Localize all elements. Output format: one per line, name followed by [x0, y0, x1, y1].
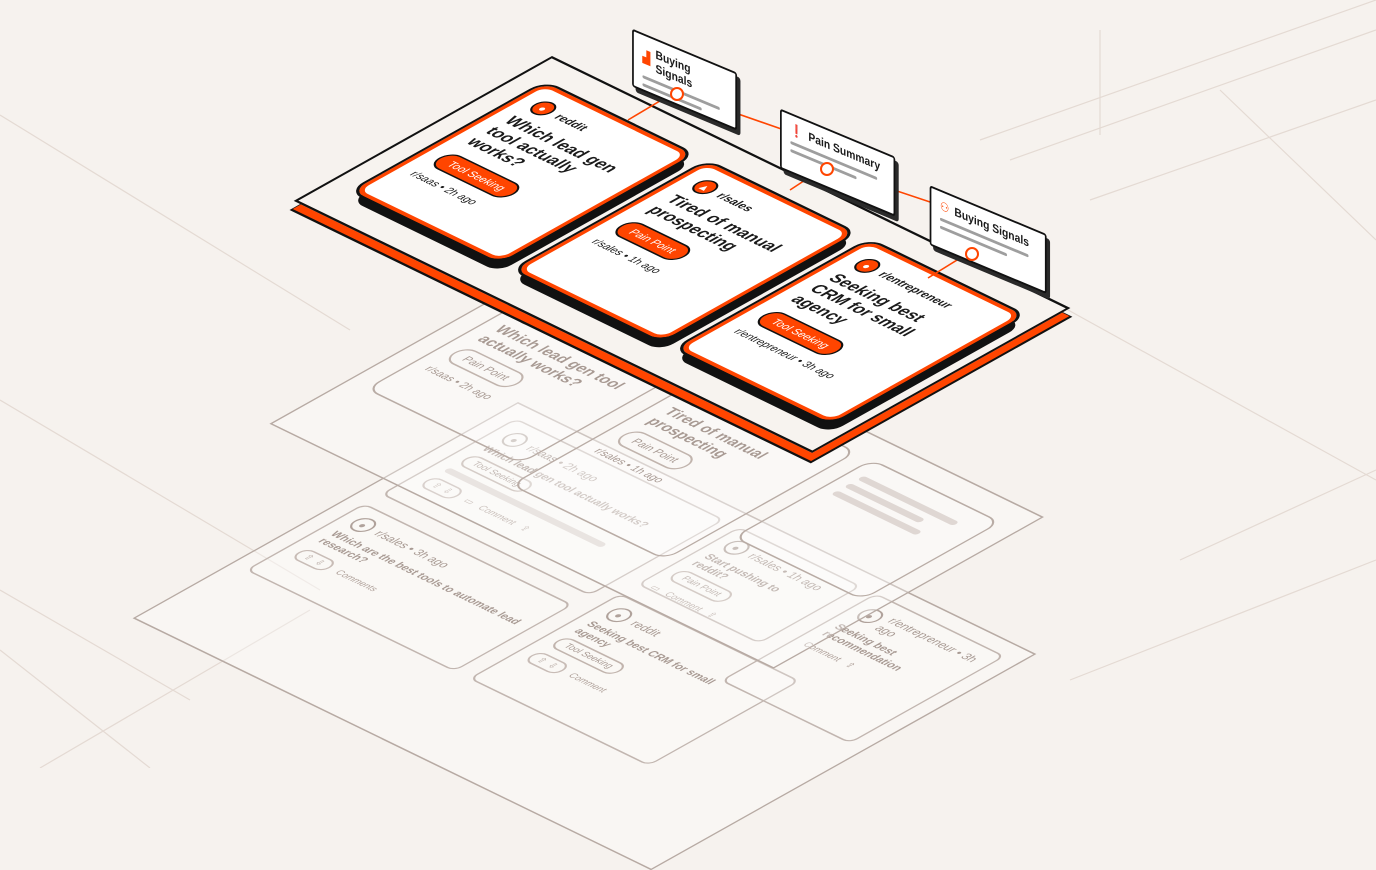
chart-icon: ▟ [642, 48, 651, 67]
connector-dot [670, 87, 684, 101]
people-icon: ⚇ [939, 198, 950, 217]
callout-layer: ▟Buying Signals ❗Pain Summary ⚇Buying Si… [0, 0, 1047, 295]
connector-dot [965, 247, 979, 261]
connector-lines [627, 91, 971, 279]
connector-dot [820, 162, 834, 176]
background-grid [0, 0, 1376, 768]
alert-icon: ❗ [790, 121, 804, 142]
